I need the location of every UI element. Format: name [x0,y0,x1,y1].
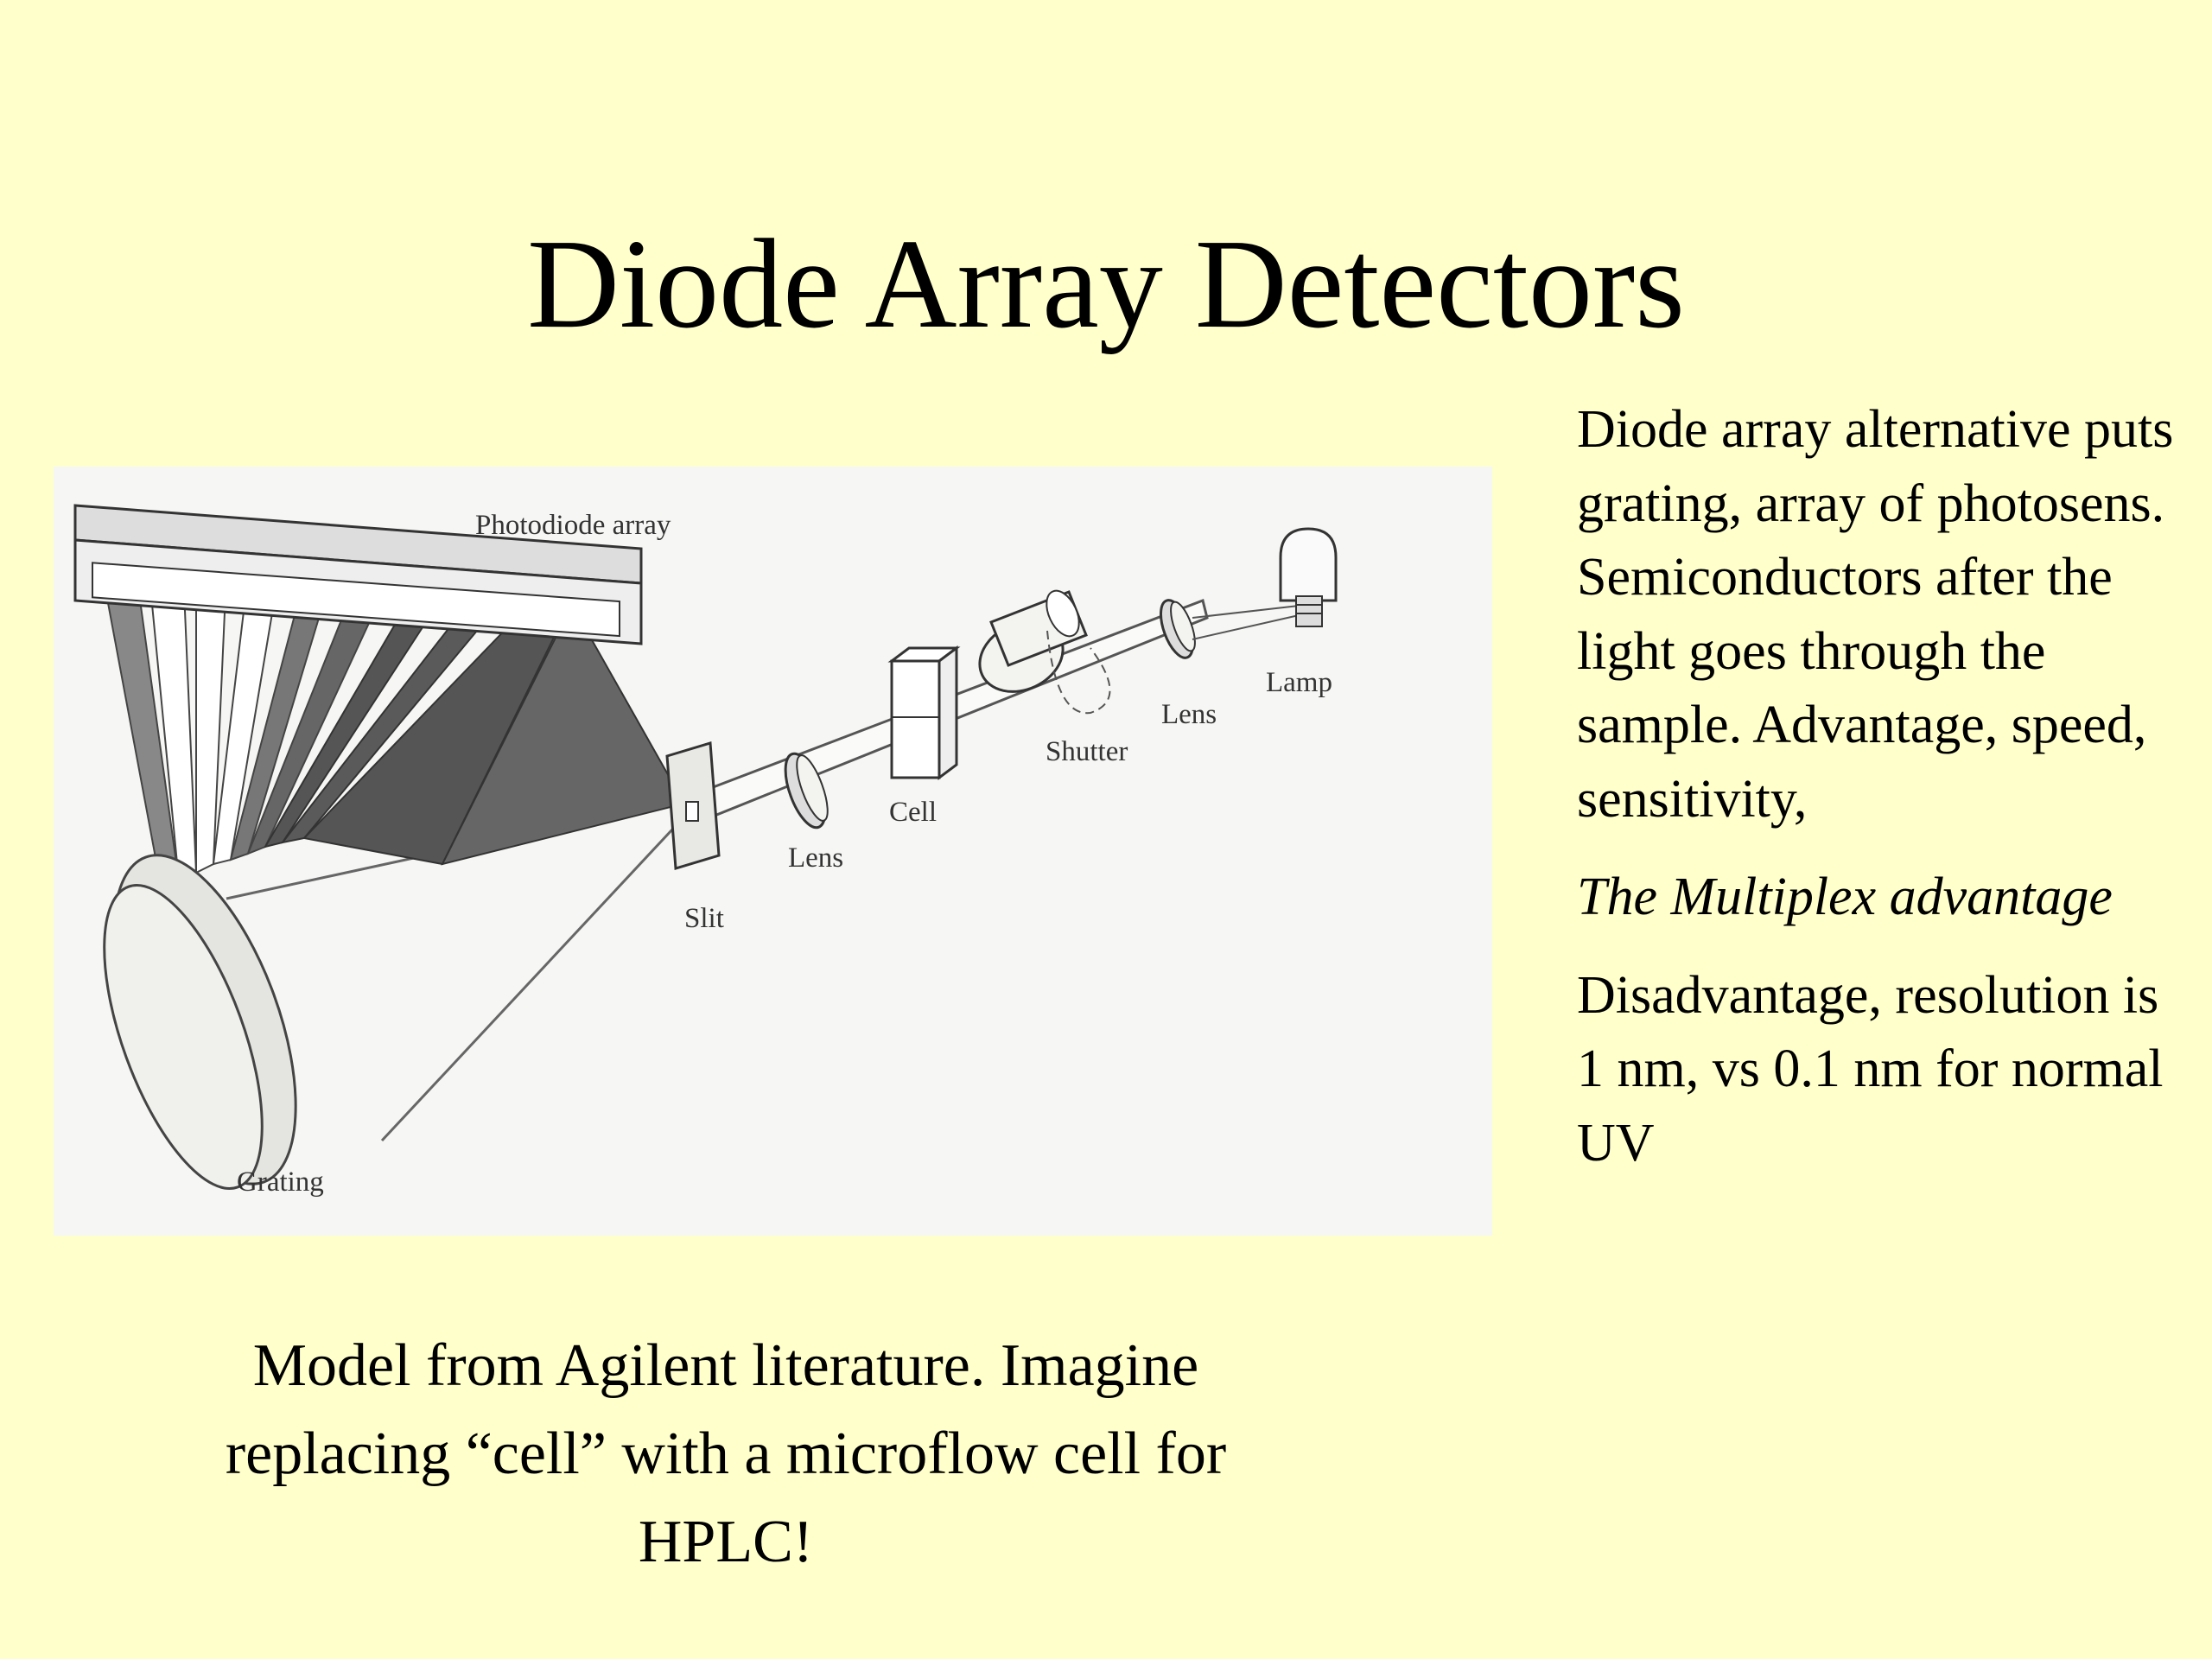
photodiode-array [73,504,643,645]
lamp [1192,527,1338,640]
cell [887,645,961,780]
caption-line-1: Model from Agilent literature. Imagine [252,1332,1199,1399]
caption-line-2: replacing “cell” with a microflow cell f… [225,1421,1227,1487]
label-grating: Grating [237,1166,324,1198]
figure-caption: Model from Agilent literature. Imagine r… [78,1322,1374,1586]
lens-left [784,752,829,830]
label-cell: Cell [889,797,937,828]
label-lamp: Lamp [1266,667,1332,698]
side-paragraph-advantages: Diode array alternative puts grating, ar… [1577,400,2174,829]
diode-array-diagram: Photodiode array Lamp Lens Shutter Cell … [54,467,1492,1236]
lens-right [1160,599,1196,659]
slit [665,741,721,870]
slide-title: Diode Array Detectors [527,213,1685,355]
label-lens-left: Lens [788,842,843,874]
dispersed-rays [99,564,686,892]
shutter [978,589,1111,715]
label-photodiode-array: Photodiode array [475,510,671,541]
label-lens-right: Lens [1161,699,1217,730]
grating [103,854,297,1190]
label-shutter: Shutter [1046,736,1128,767]
caption-line-3: HPLC! [638,1509,814,1575]
side-paragraph-multiplex: The Multiplex advantage [1577,868,2113,926]
side-notes: Diode array alternative puts grating, ar… [1577,393,2182,1180]
label-slit: Slit [684,903,724,934]
side-paragraph-disadvantage: Disadvantage, resolution is 1 nm, vs 0.1… [1577,965,2164,1173]
